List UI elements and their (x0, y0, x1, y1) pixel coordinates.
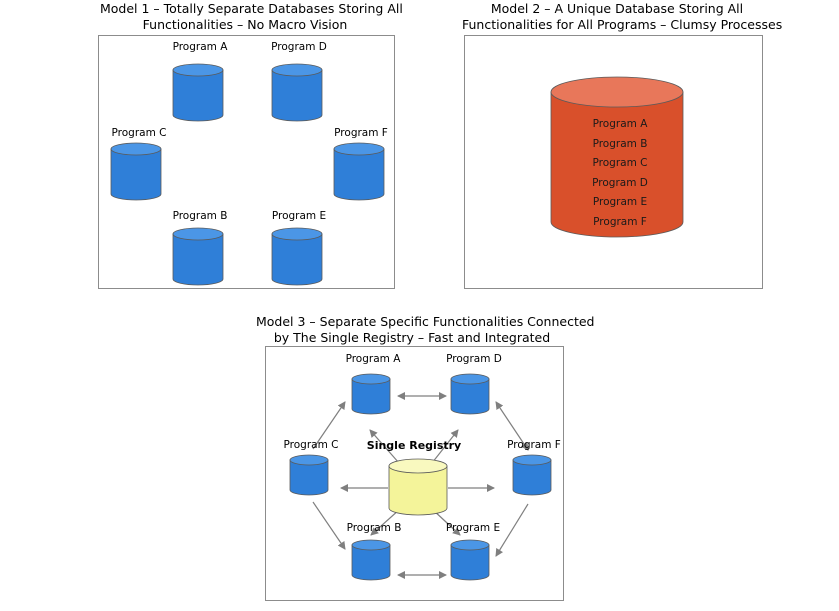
model1-diagram: Program A Program D Program C Program F Prog… (110, 41, 388, 286)
model3-database-program-e-icon (450, 539, 490, 581)
model2-program-1: Program B (593, 138, 648, 150)
model1-database-program-a-icon (172, 63, 224, 122)
model2-diagram: Program A Program B Program C Program D Prog… (550, 76, 684, 238)
model2-program-0: Program A (593, 118, 649, 130)
model3-database-program-b-icon (351, 539, 391, 581)
model3-label-program-b: Program B (347, 522, 402, 534)
model1-label-program-d: Program D (271, 41, 327, 53)
model1-database-program-c-icon (110, 142, 162, 201)
arrow-f-e (495, 503, 529, 557)
arrow-c-b (312, 501, 346, 550)
model3-database-program-d-icon (450, 373, 490, 415)
model1-label-program-b: Program B (173, 210, 228, 222)
arrow-registry-a (369, 429, 400, 464)
model3-title-line2: by The Single Registry – Fast and Integr… (273, 330, 551, 345)
model1-database-program-b-icon (172, 227, 224, 286)
model2-program-3: Program D (592, 177, 648, 189)
model3-registry-label: Single Registry (367, 439, 461, 452)
model1-database-program-e-icon (271, 227, 323, 286)
model1-database-program-d-icon (271, 63, 323, 122)
model3-label-program-a: Program A (346, 353, 402, 365)
model1-label-program-e: Program E (272, 210, 326, 222)
model3-label-program-c: Program C (284, 439, 339, 451)
model3-database-program-c-icon (289, 454, 329, 496)
model2-program-4: Program E (593, 196, 647, 208)
model2-title-line1: Model 2 – A Unique Database Storing All (490, 1, 744, 16)
model3-database-program-a-icon (351, 373, 391, 415)
model1-label-program-a: Program A (173, 41, 229, 53)
arrow-registry-b (370, 508, 401, 536)
arrow-registry-d (431, 429, 459, 464)
model2-program-2: Program C (593, 157, 648, 169)
model3-diagram: Single Registry Program A Program D Program… (284, 353, 561, 581)
model3-label-program-f: Program F (507, 439, 561, 451)
arrow-d-f (495, 401, 529, 451)
model1-title: Model 1 – Totally Separate Databases Sto… (100, 1, 403, 33)
model1-label-program-f: Program F (334, 127, 388, 139)
model2-title: Model 2 – A Unique Database Storing All … (462, 1, 783, 33)
model3-single-registry-database-icon (388, 458, 448, 516)
model2-unique-database-icon (550, 76, 684, 238)
model2-title-line2: Functionalities for All Programs – Clums… (462, 17, 783, 32)
model3-label-program-d: Program D (446, 353, 502, 365)
model1-database-program-f-icon (333, 142, 385, 201)
model3-database-program-f-icon (512, 454, 552, 496)
model2-program-5: Program F (593, 216, 647, 228)
model1-label-program-c: Program C (112, 127, 167, 139)
arrow-c-a (312, 401, 346, 450)
model1-title-line1: Model 1 – Totally Separate Databases Sto… (100, 1, 403, 16)
model1-title-line2: Functionalities – No Macro Vision (142, 17, 348, 32)
model3-title: Model 3 – Separate Specific Functionalit… (256, 314, 595, 346)
model3-title-line1: Model 3 – Separate Specific Functionalit… (256, 314, 595, 329)
model3-label-program-e: Program E (446, 522, 500, 534)
